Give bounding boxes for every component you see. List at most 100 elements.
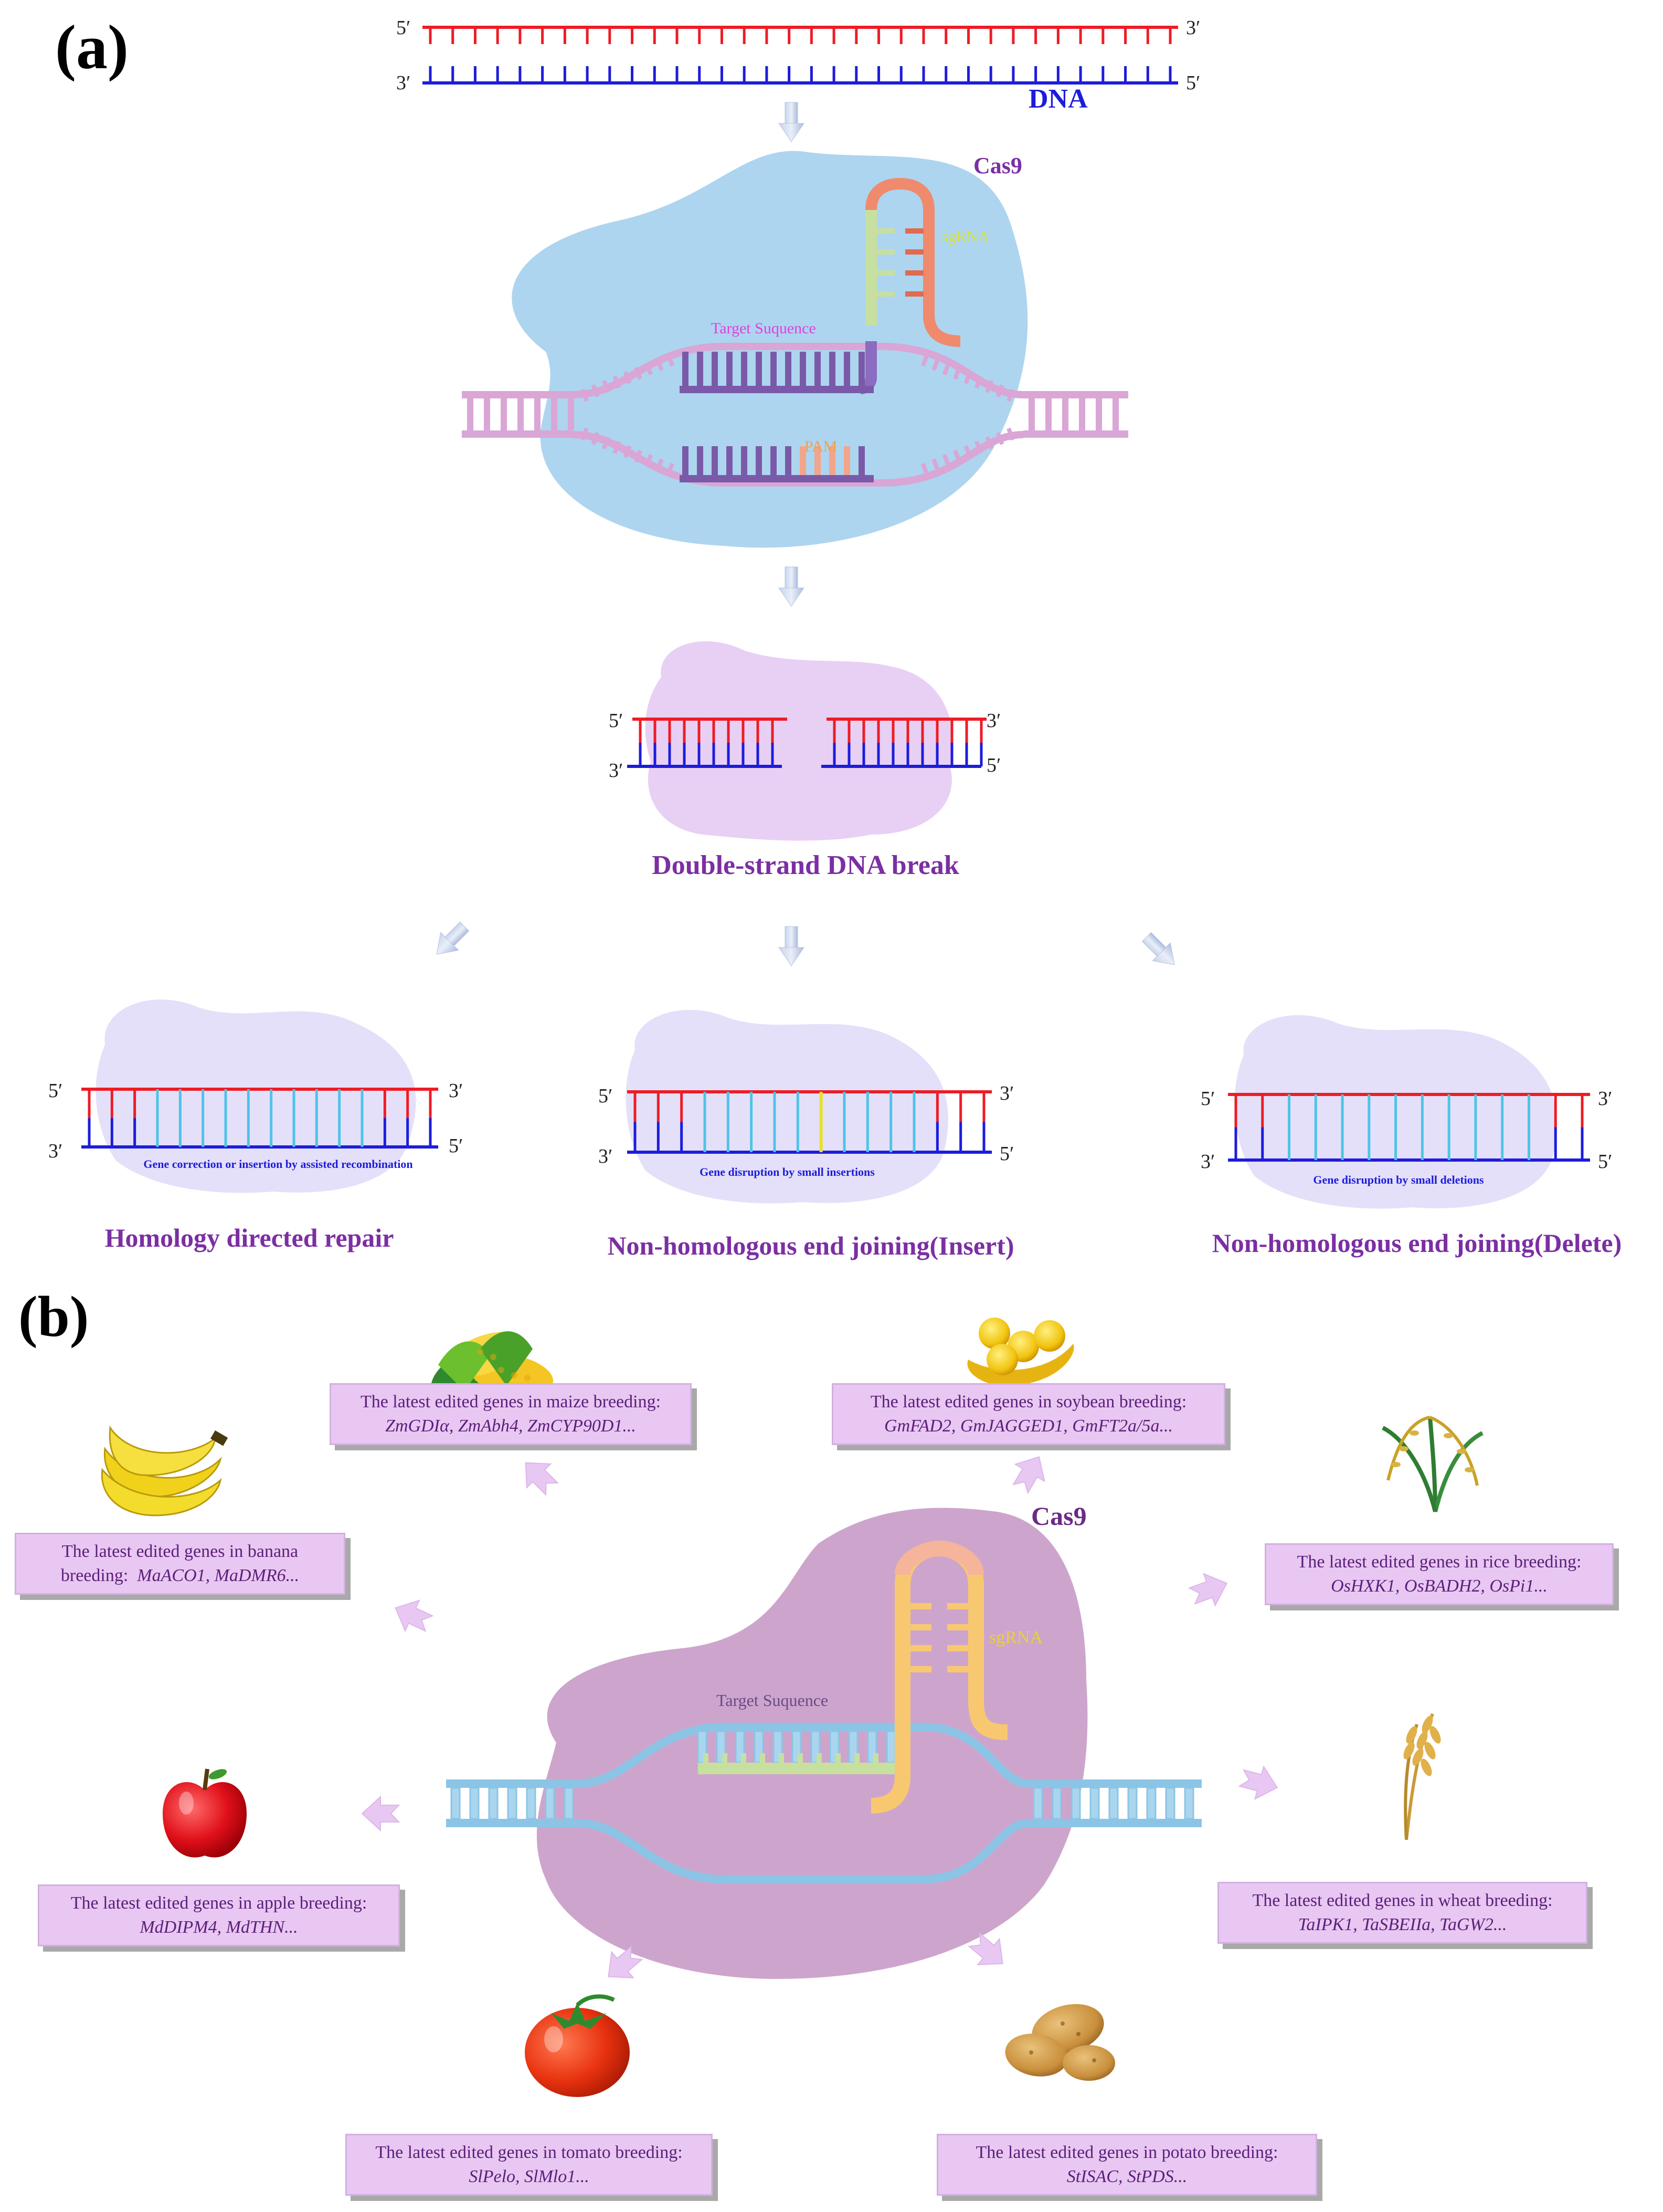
ladder-rung-b <box>1146 1787 1157 1820</box>
break-title: Double-strand DNA break <box>652 850 959 880</box>
potato-caption-title: The latest edited genes in potato breedi… <box>976 2143 1278 2162</box>
target-tooth-b <box>798 1753 803 1763</box>
wheat-caption: The latest edited genes in wheat breedin… <box>1217 1882 1587 1944</box>
arrow-to-hdr <box>436 921 470 955</box>
nhej-delete-dna <box>1228 1093 1590 1162</box>
maize-caption-title: The latest edited genes in maize breedin… <box>360 1392 661 1412</box>
target-tooth <box>814 352 821 386</box>
bubble-rung <box>921 353 929 367</box>
target-tooth <box>785 352 791 386</box>
ladder-rung <box>1045 398 1052 430</box>
banana-caption: The latest edited genes in banana breedi… <box>15 1533 345 1595</box>
ladder-rung-b <box>1165 1787 1175 1820</box>
sgrna-label-a: sgRNA <box>942 228 989 245</box>
target-tooth-b <box>722 1753 727 1763</box>
ladder-rung-b <box>545 1787 555 1820</box>
ladder-rung <box>1113 398 1119 430</box>
insert-bottom-right: 5′ <box>1000 1143 1014 1165</box>
bubble-rung <box>580 388 589 402</box>
bubble-rung <box>612 375 621 389</box>
wheat-caption-title: The latest edited genes in wheat breedin… <box>1252 1891 1553 1910</box>
ladder-rung <box>1079 398 1085 430</box>
tomato-caption-title: The latest edited genes in tomato breedi… <box>375 2143 683 2162</box>
ladder-rung <box>1062 398 1068 430</box>
target-tooth <box>682 446 688 475</box>
ladder-rung-b <box>507 1787 517 1820</box>
cas9-label-a: Cas9 <box>973 153 1022 178</box>
insert-note: Gene disruption by small insertions <box>700 1165 875 1178</box>
banana-caption-title2: breeding: <box>60 1566 129 1585</box>
bubble-top-b <box>577 1723 1029 1788</box>
ladder-rung-b <box>1052 1787 1062 1820</box>
panel-a-label: (a) <box>55 12 129 82</box>
ladder-rail <box>462 430 572 438</box>
delete-title: Non-homologous end joining(Delete) <box>1212 1228 1622 1258</box>
delete-bottom-left: 3′ <box>1201 1151 1215 1173</box>
target-tooth-b <box>741 1753 746 1763</box>
target-tooth <box>726 446 733 475</box>
target-tooth-b <box>703 1753 708 1763</box>
soybean-caption: The latest edited genes in soybean breed… <box>832 1383 1225 1445</box>
bubble-rung <box>942 454 951 467</box>
target-tooth <box>770 446 777 475</box>
target-tooth <box>712 446 718 475</box>
ladder-rung <box>1096 398 1102 430</box>
target-tooth-b <box>854 1753 860 1763</box>
ladder-rung-b <box>526 1787 536 1820</box>
bubble-rung <box>1007 427 1015 441</box>
target-label-a: Target Suquence <box>711 320 816 337</box>
ladder-rung <box>517 398 524 430</box>
target-tooth <box>829 352 835 386</box>
banana-caption-title: The latest edited genes in banana <box>61 1542 299 1561</box>
ladder-rail-b <box>446 1819 577 1827</box>
bubble-rung <box>931 458 940 472</box>
target-tooth-b <box>779 1753 784 1763</box>
ladder-rung <box>534 398 541 430</box>
ladder-rail-b <box>1029 1819 1202 1827</box>
top-dna-3-right: 3′ <box>1186 17 1200 39</box>
ladder-rail <box>462 391 572 398</box>
ladder-rail-b <box>1029 1779 1202 1788</box>
apple-icon <box>163 1768 247 1858</box>
hdr-top-left: 5′ <box>48 1080 62 1102</box>
hdr-title: Homology directed repair <box>105 1223 394 1252</box>
potato-caption: The latest edited genes in potato breedi… <box>937 2134 1317 2196</box>
nhej-insert-dna <box>627 1090 992 1154</box>
ladder-rung-b <box>1108 1787 1119 1820</box>
break-left-3: 3′ <box>609 760 623 782</box>
insert-title: Non-homologous end joining(Insert) <box>607 1231 1014 1260</box>
hdr-dna <box>81 1088 438 1149</box>
target-tooth-b <box>873 1753 878 1763</box>
radial-arrow <box>968 1932 1003 1965</box>
insert-top-left: 5′ <box>598 1085 612 1107</box>
delete-top-right: 3′ <box>1598 1088 1612 1110</box>
target-tooth <box>697 352 703 386</box>
bubble-rung <box>634 449 642 463</box>
pam-tooth <box>814 446 821 475</box>
target-tooth <box>770 352 777 386</box>
tomato-icon <box>525 1994 630 2097</box>
target-tooth <box>712 352 718 386</box>
target-tooth <box>741 352 747 386</box>
bubble-rung <box>655 458 664 472</box>
soybean-caption-title: The latest edited genes in soybean breed… <box>870 1392 1187 1412</box>
radial-arrow <box>395 1599 434 1632</box>
banana-caption-genes: MaACO1, MaDMR6... <box>137 1566 300 1585</box>
target-tooth <box>697 446 703 475</box>
bubble-rung <box>953 449 961 463</box>
ladder-rung-b <box>564 1787 574 1820</box>
pam-tooth <box>800 446 806 475</box>
sgrna-hairpin-b <box>871 1540 1008 1814</box>
target-sequence-a <box>680 352 874 482</box>
pam-label: PAM <box>804 438 837 455</box>
ladder-rung-b <box>1089 1787 1100 1820</box>
target-tooth <box>844 352 850 386</box>
insert-bottom-left: 3′ <box>598 1145 612 1167</box>
ladder-rung <box>484 398 490 430</box>
hdr-cloud <box>96 999 416 1193</box>
bubble-rung <box>942 362 951 375</box>
break-right-5: 5′ <box>987 754 1001 776</box>
target-tooth <box>726 352 733 386</box>
